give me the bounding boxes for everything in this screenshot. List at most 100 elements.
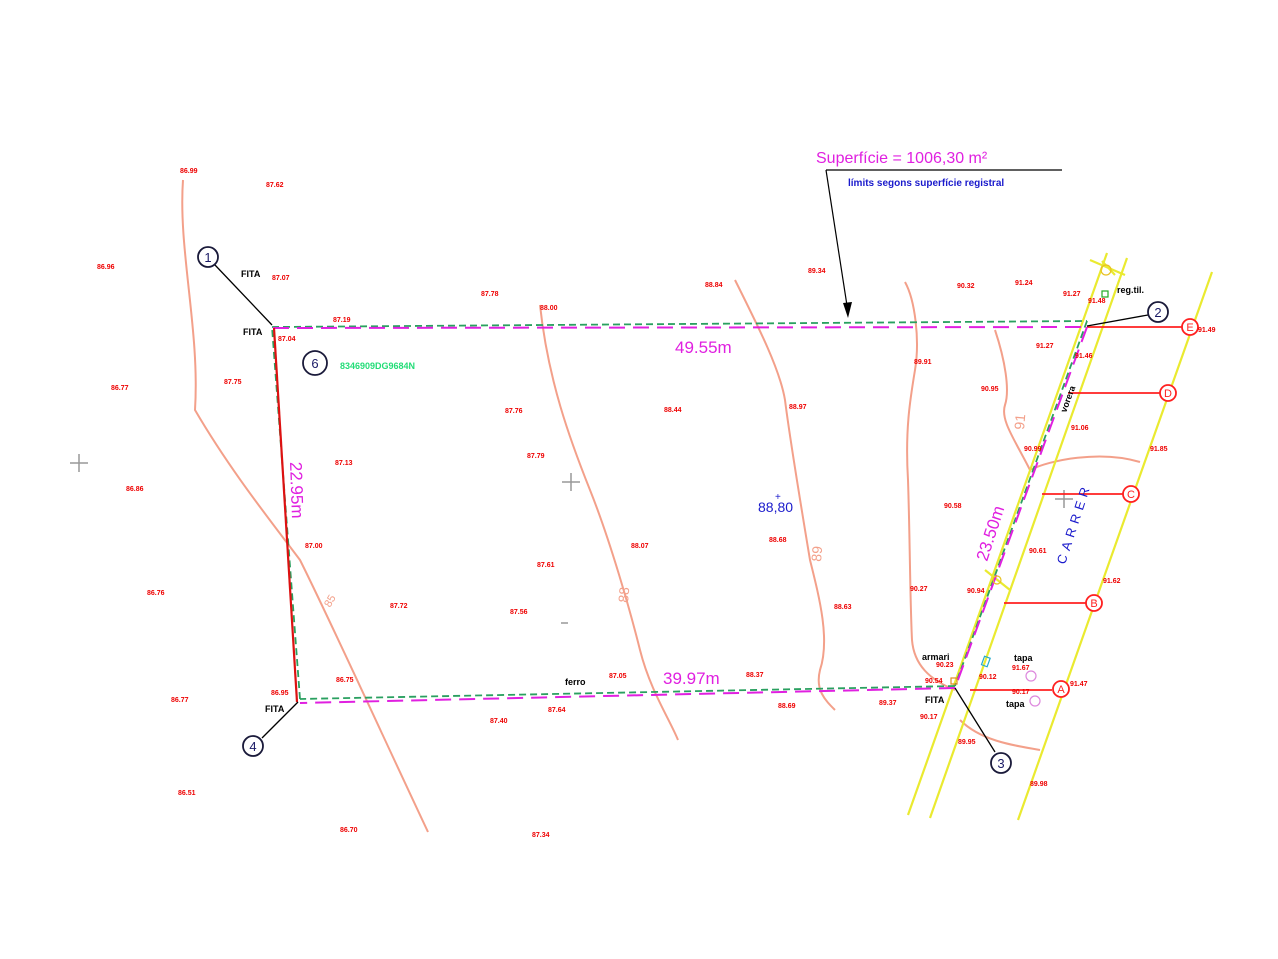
vertex-4-label: 4 [249,739,256,754]
section-label-b: B [1090,598,1097,610]
elevation-point: 87.75 [224,379,242,386]
elevation-point: 91.46 [1075,353,1093,360]
elevation-point: 88.69 [778,703,796,710]
elevation-point: 90.54 [925,678,943,685]
elevation-point: 88.97 [789,404,807,411]
elevation-point: 88.37 [746,672,764,679]
feature-symbols [950,264,1112,707]
dimension-top: 49.55m [675,338,732,357]
elevation-point: 90.12 [979,674,997,681]
elevation-point: 88.84 [705,282,723,289]
street-lines [906,252,1214,821]
vertex-markers [197,246,1169,774]
center-elevation-mark: + [775,492,781,503]
feature-labels: FITA FITA FITA FITA ferro armari tapa ta… [241,269,1144,714]
elevation-point: 90.27 [910,586,928,593]
left-boundary [272,327,299,703]
cadastral-reference: 8346909DG9684N [340,361,415,371]
elevation-point: 88.68 [769,537,787,544]
contour-labels: 88 89 91 85 [322,413,1028,609]
elevation-point: 91.49 [1198,327,1216,334]
elevation-point: 88.44 [664,407,682,414]
elevation-point: 90.17 [920,714,938,721]
elevation-point: 87.78 [481,291,499,298]
contour-label: 88 [615,586,632,603]
elevation-point: 87.13 [335,460,353,467]
elevation-point: 91.27 [1063,291,1081,298]
elevation-point: 91.85 [1150,446,1168,453]
elevation-point: 87.79 [527,453,545,460]
elevation-point: 87.19 [333,317,351,324]
property-boundary [272,326,1088,704]
elevation-point: 87.64 [548,707,566,714]
elevation-point: 86.75 [336,677,354,684]
elevation-point: 87.76 [505,408,523,415]
elevation-point: 88.63 [834,604,852,611]
section-label-c: C [1127,489,1135,501]
elevation-point: 87.72 [390,603,408,610]
elevation-point: 87.56 [510,609,528,616]
armari-label: armari [922,652,950,662]
elevation-point: 89.91 [914,359,932,366]
fita-label: FITA [925,695,945,705]
elevation-point: 90.94 [967,588,985,595]
elevation-point: 87.05 [609,673,627,680]
elevation-point: 91.62 [1103,578,1121,585]
fita-label: FITA [265,704,285,714]
elevation-point: 90.17 [1012,689,1030,696]
area-callout: Superfície = 1006,30 m² límits segons su… [816,150,1062,318]
elevation-point: 88.07 [631,543,649,550]
area-note: límits segons superfície registral [848,178,1004,189]
section-markers [1052,318,1199,698]
registry-boundary [271,320,1088,700]
elevation-point: 86.76 [147,590,165,597]
elevation-point: 91.67 [1012,665,1030,672]
section-label-d: D [1164,388,1172,400]
vertex-6-label: 6 [311,356,318,371]
elevation-point: 90.23 [936,662,954,669]
area-title: Superfície = 1006,30 m² [816,150,988,167]
elevation-point: 90.32 [957,283,975,290]
vertex-1-label: 1 [204,250,211,265]
elevation-point: 86.77 [171,697,189,704]
elevation-point: 86.99 [180,168,198,175]
elevation-point: 87.04 [278,336,296,343]
elevation-point: 87.40 [490,718,508,725]
tapa-label: tapa [1014,653,1034,663]
contour-label: 91 [1011,413,1028,430]
elevation-point: 90.58 [944,503,962,510]
dimension-bottom: 39.97m [663,669,720,688]
fita-label: FITA [241,269,261,279]
elevation-point: 89.37 [879,700,897,707]
elevation-point: 86.95 [271,690,289,697]
elevation-point: 91.27 [1036,343,1054,350]
elevation-point: 86.70 [340,827,358,834]
elevation-point: 86.96 [97,264,115,271]
elevation-point: 90.99 [1024,446,1042,453]
section-label-a: A [1057,684,1065,696]
elevation-point: 91.47 [1070,681,1088,688]
elevation-point: 89.95 [958,739,976,746]
elevation-point: 89.98 [1030,781,1048,788]
elevation-point: 91.48 [1088,298,1106,305]
elevation-point: 87.34 [532,832,550,839]
tapa-label: tapa [1006,699,1026,709]
elevation-point: 87.07 [272,275,290,282]
dimension-left: 22.95m [286,461,307,518]
ferro-label: ferro [565,677,586,687]
elevation-point: 89.34 [808,268,826,275]
spot-elevations: 86.99 87.62 86.96 87.07 87.78 88.00 88.8… [97,168,1216,839]
elevation-point: 90.95 [981,386,999,393]
section-label-e: E [1186,322,1193,334]
section-labels: E D C B A [1057,322,1193,696]
elevation-point: 87.00 [305,543,323,550]
fita-label: FITA [243,327,263,337]
vertex-leaders [214,264,1149,753]
grid-crosses [70,454,1073,624]
center-elevation: 88,80 [758,499,793,515]
elevation-point: 87.62 [266,182,284,189]
elevation-point: 86.51 [178,790,196,797]
contour-label: 89 [808,545,825,562]
elevation-point: 86.77 [111,385,129,392]
